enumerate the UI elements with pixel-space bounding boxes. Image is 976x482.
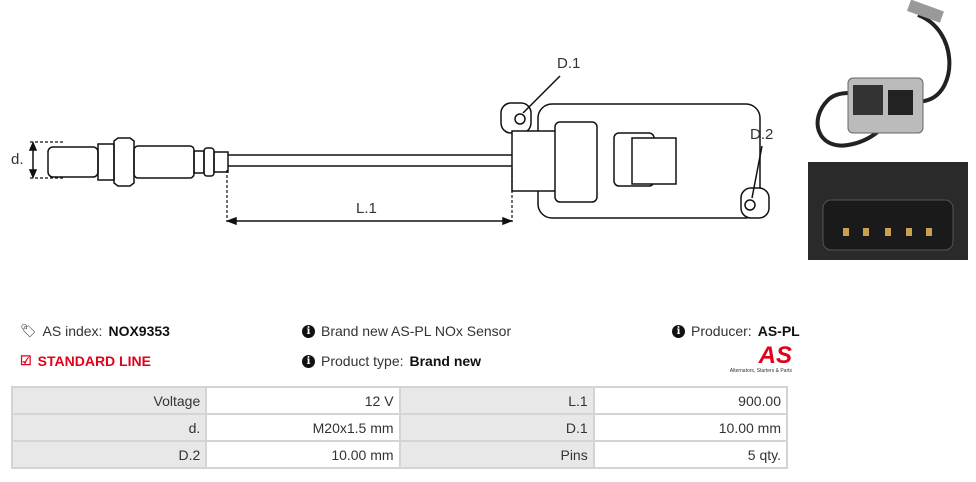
- spec-value: 10.00 mm: [592, 413, 789, 442]
- spec-label: L.1: [398, 386, 595, 415]
- spec-value: 5 qty.: [592, 440, 789, 469]
- spec-value: 12 V: [205, 386, 401, 415]
- as-index: 🏷AS index:NOX9353: [20, 323, 170, 339]
- info-icon: i: [302, 324, 315, 338]
- product-photos: [808, 0, 968, 260]
- info-icon: i: [672, 324, 685, 338]
- d-label: d.: [11, 151, 24, 168]
- as-pl-logo: AS Alternators, Starters & Parts: [716, 344, 792, 374]
- spec-label: D.2: [10, 440, 208, 469]
- spec-value: 10.00 mm: [205, 440, 401, 469]
- spec-value: 900.00: [592, 386, 789, 415]
- standard-line-badge: ☑STANDARD LINE: [20, 353, 151, 369]
- spec-label: d.: [10, 413, 208, 442]
- d1-label: D.1: [557, 55, 581, 72]
- check-square-icon: ☑: [20, 353, 32, 368]
- spec-label: Pins: [398, 440, 595, 469]
- d2-label: D.2: [750, 126, 774, 143]
- spec-label: D.1: [398, 413, 595, 442]
- l1-label: L.1: [356, 200, 377, 217]
- info-icon: i: [302, 354, 315, 368]
- sensor-diagram: [28, 75, 770, 226]
- spec-label: Voltage: [10, 386, 208, 415]
- spec-value: M20x1.5 mm: [205, 413, 401, 442]
- tags-icon: 🏷: [20, 323, 37, 338]
